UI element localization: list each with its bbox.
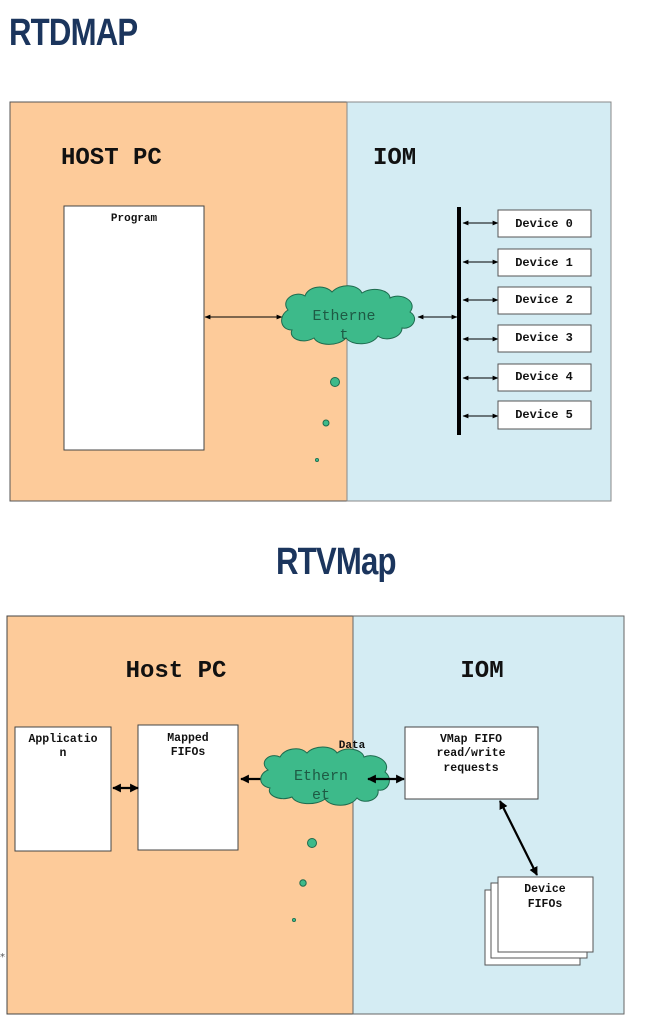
diagram-1-title: RTDMAP (9, 12, 138, 54)
bubble-medium-2 (299, 879, 307, 887)
vmap-label-c: requests (443, 762, 498, 775)
device-row: Device 3 (462, 324, 592, 353)
host-pc-label-2: Host PC (126, 658, 227, 685)
device-5-label: Device 5 (515, 408, 573, 422)
mapped-fifos-box (137, 724, 239, 851)
device-2-box (497, 286, 592, 315)
bubble-small-2 (291, 918, 296, 923)
device-3-box (497, 324, 592, 353)
device-fifos-label-b: FIFOs (528, 898, 563, 911)
ethernet-label-1a: Etherne (312, 308, 375, 325)
application-box (14, 726, 112, 852)
ethernet-cloud-1 (281, 285, 415, 345)
host-pc-label: HOST PC (61, 145, 162, 172)
program-box (63, 205, 205, 451)
device-row: Device 4 (462, 363, 592, 392)
mapped-fifos-label-a: Mapped (167, 732, 209, 745)
footnote-mark: * (0, 952, 5, 963)
device-0-box (497, 209, 592, 238)
device-fifos-box (497, 876, 594, 953)
device-3-label: Device 3 (515, 331, 573, 345)
ethernet-label-2a: Ethern (294, 768, 348, 785)
diagram-2: Host PC IOM Applicatio n Mapped FIFOs Da… (6, 615, 625, 1015)
bubble-small-1 (314, 457, 319, 462)
application-label-a: Applicatio (28, 733, 97, 746)
iom-label-2: IOM (460, 658, 503, 685)
device-bus-bar (457, 207, 461, 435)
ethernet-label-2b: et (312, 787, 330, 804)
device-5-box (497, 400, 592, 430)
device-list: Device 0 Device 1 Device 2 Device 3 Devi (462, 209, 592, 430)
device-0-label: Device 0 (515, 217, 573, 231)
mapped-fifos-label-b: FIFOs (171, 746, 206, 759)
vmap-label-b: read/write (436, 747, 505, 760)
iom-label: IOM (373, 145, 416, 172)
bubble-large-1 (330, 377, 340, 387)
diagram-1: HOST PC IOM Program Etherne t Device 0 (9, 101, 612, 502)
device-row: Device 2 (462, 286, 592, 315)
diagram-2-title: RTVMap (276, 541, 397, 583)
vmap-device-fifos-arrow (499, 800, 538, 876)
bubble-large-2 (307, 838, 317, 848)
application-label-b: n (60, 747, 67, 760)
device-row: Device 1 (462, 248, 592, 277)
ethernet-label-1b: t (339, 327, 348, 344)
vmap-label-a: VMap FIFO (440, 733, 502, 746)
device-fifos-label-a: Device (524, 883, 566, 896)
program-box-label: Program (111, 213, 158, 225)
device-4-label: Device 4 (515, 370, 573, 384)
device-1-box (497, 248, 592, 277)
device-row: Device 0 (462, 209, 592, 238)
device-row: Device 5 (462, 400, 592, 430)
ethernet-cloud-2 (260, 746, 390, 806)
device-4-box (497, 363, 592, 392)
bubble-medium-1 (322, 419, 330, 427)
vmap-fifo-box (404, 726, 539, 800)
device-1-label: Device 1 (515, 256, 573, 270)
device-2-label: Device 2 (515, 293, 573, 307)
